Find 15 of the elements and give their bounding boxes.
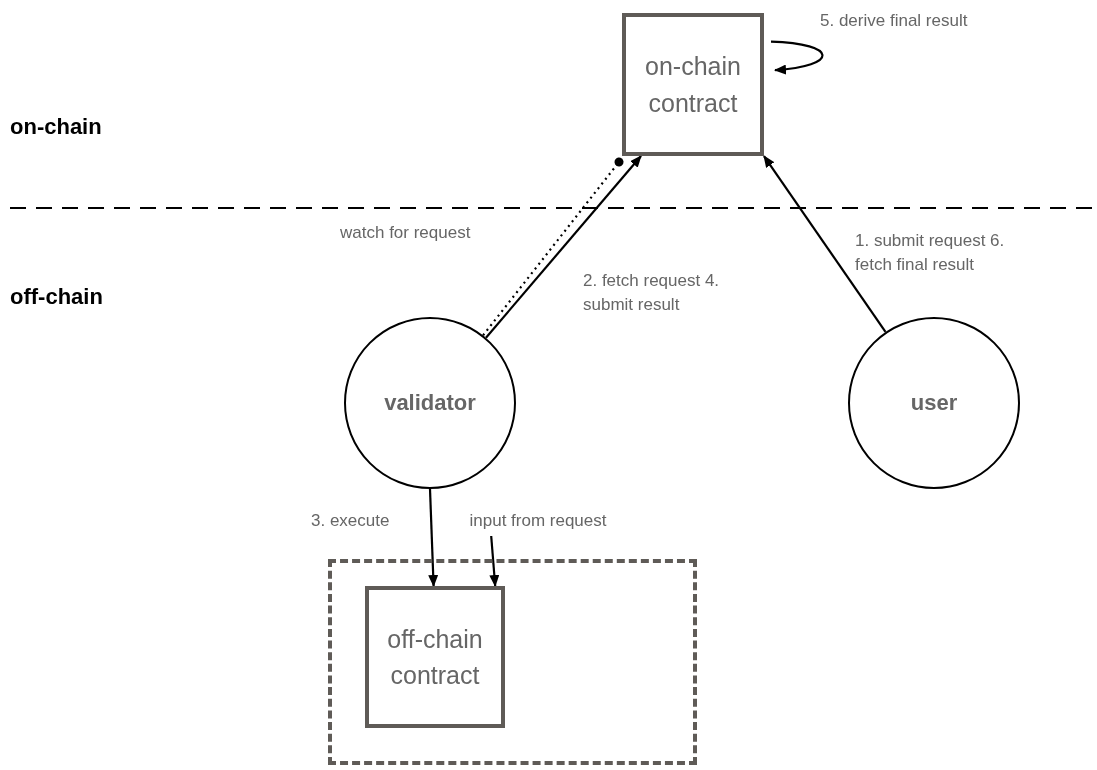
arrow (485, 155, 642, 339)
container-box (328, 559, 697, 765)
dotted-connector (482, 157, 624, 336)
arrow (489, 535, 500, 587)
node-label: on-chain contract (644, 51, 742, 119)
contract-box (365, 586, 505, 728)
node-label: validator (383, 389, 477, 418)
zone-label: off-chain (10, 284, 103, 310)
node-label: off-chain contract (386, 623, 484, 691)
self-loop-arrow (770, 40, 824, 75)
zone-label: on-chain (10, 114, 102, 140)
arrow (428, 488, 439, 587)
arrow (763, 155, 887, 333)
node-label: user (909, 389, 959, 418)
contract-box (622, 13, 764, 156)
